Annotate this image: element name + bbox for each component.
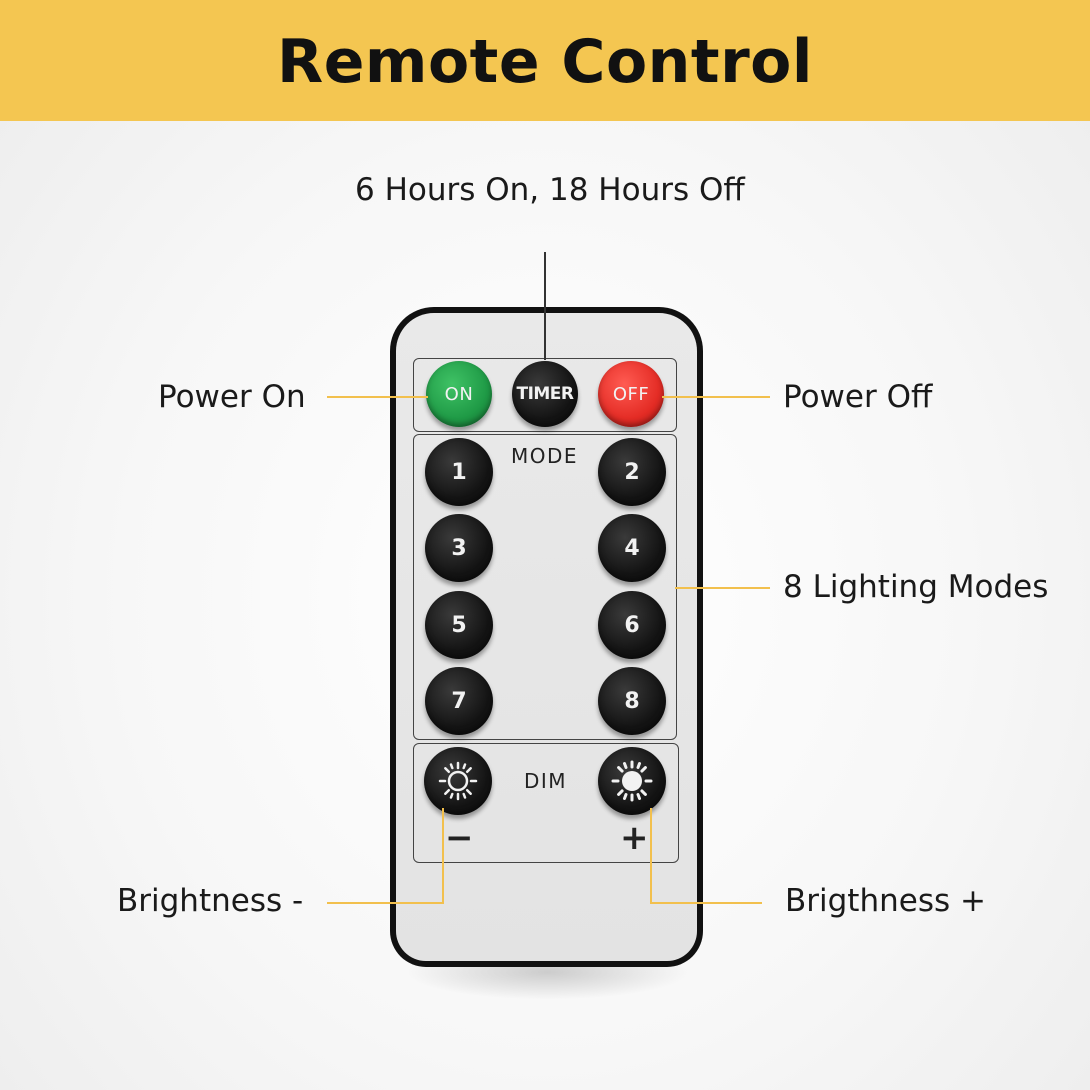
callout-power-on: Power On xyxy=(158,379,306,415)
sun-dim-icon xyxy=(438,761,478,801)
minus-sign: − xyxy=(445,818,474,858)
mode-button-3[interactable]: 3 xyxy=(425,514,493,582)
mode-button-1[interactable]: 1 xyxy=(425,438,493,506)
brightness-down-callout-hline xyxy=(327,902,444,904)
mode-button-label: 8 xyxy=(624,688,640,714)
mode-button-6[interactable]: 6 xyxy=(598,591,666,659)
power-off-callout-line xyxy=(662,396,770,398)
mode-button-4[interactable]: 4 xyxy=(598,514,666,582)
dim-down-button[interactable] xyxy=(424,747,492,815)
modes-callout-line xyxy=(675,587,770,589)
timer-callout-line xyxy=(544,252,546,360)
power-on-callout-line xyxy=(327,396,428,398)
on-button[interactable]: ON xyxy=(426,361,492,427)
mode-button-label: 3 xyxy=(451,535,467,561)
mode-button-8[interactable]: 8 xyxy=(598,667,666,735)
mode-button-7[interactable]: 7 xyxy=(425,667,493,735)
on-button-label: ON xyxy=(444,383,474,405)
mode-button-2[interactable]: 2 xyxy=(598,438,666,506)
callout-brightness-down: Brightness - xyxy=(117,883,304,919)
callout-brightness-up: Brigthness + xyxy=(785,883,986,919)
off-button-label: OFF xyxy=(612,383,650,405)
brightness-up-callout-hline xyxy=(650,902,762,904)
plus-sign: + xyxy=(620,818,649,858)
dim-caption: DIM xyxy=(524,769,568,793)
mode-button-label: 5 xyxy=(451,612,467,638)
timer-button[interactable]: TIMER xyxy=(512,361,578,427)
mode-button-label: 6 xyxy=(624,612,640,638)
sun-bright-icon xyxy=(611,760,653,802)
mode-button-label: 7 xyxy=(451,688,467,714)
mode-button-label: 1 xyxy=(451,459,467,485)
callout-lighting-modes: 8 Lighting Modes xyxy=(783,569,1049,605)
page-title: Remote Control xyxy=(277,26,813,97)
callout-timer: 6 Hours On, 18 Hours Off xyxy=(355,172,745,208)
mode-button-label: 4 xyxy=(624,535,640,561)
brightness-down-callout-vline xyxy=(442,808,444,904)
brightness-up-callout-vline xyxy=(650,808,652,904)
dim-panel xyxy=(413,743,679,863)
mode-caption: MODE xyxy=(511,444,579,468)
timer-button-label: TIMER xyxy=(516,384,574,404)
mode-button-5[interactable]: 5 xyxy=(425,591,493,659)
dim-up-button[interactable] xyxy=(598,747,666,815)
callout-power-off: Power Off xyxy=(783,379,933,415)
header-banner: Remote Control xyxy=(0,0,1090,121)
off-button[interactable]: OFF xyxy=(598,361,664,427)
mode-button-label: 2 xyxy=(624,459,640,485)
